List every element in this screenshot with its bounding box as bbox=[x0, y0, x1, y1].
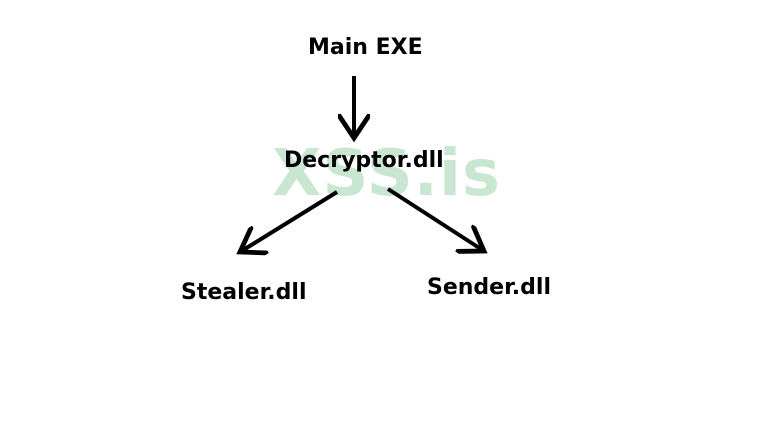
arrow-decryptor-to-stealer bbox=[240, 190, 339, 252]
node-sender-dll: Sender.dll bbox=[427, 275, 551, 300]
node-decryptor-dll: Decryptor.dll bbox=[284, 148, 444, 173]
node-main-exe: Main EXE bbox=[308, 35, 423, 60]
watermark: XSS.is bbox=[272, 137, 501, 211]
arrow-decryptor-to-sender bbox=[386, 187, 484, 251]
node-stealer-dll: Stealer.dll bbox=[181, 280, 307, 305]
